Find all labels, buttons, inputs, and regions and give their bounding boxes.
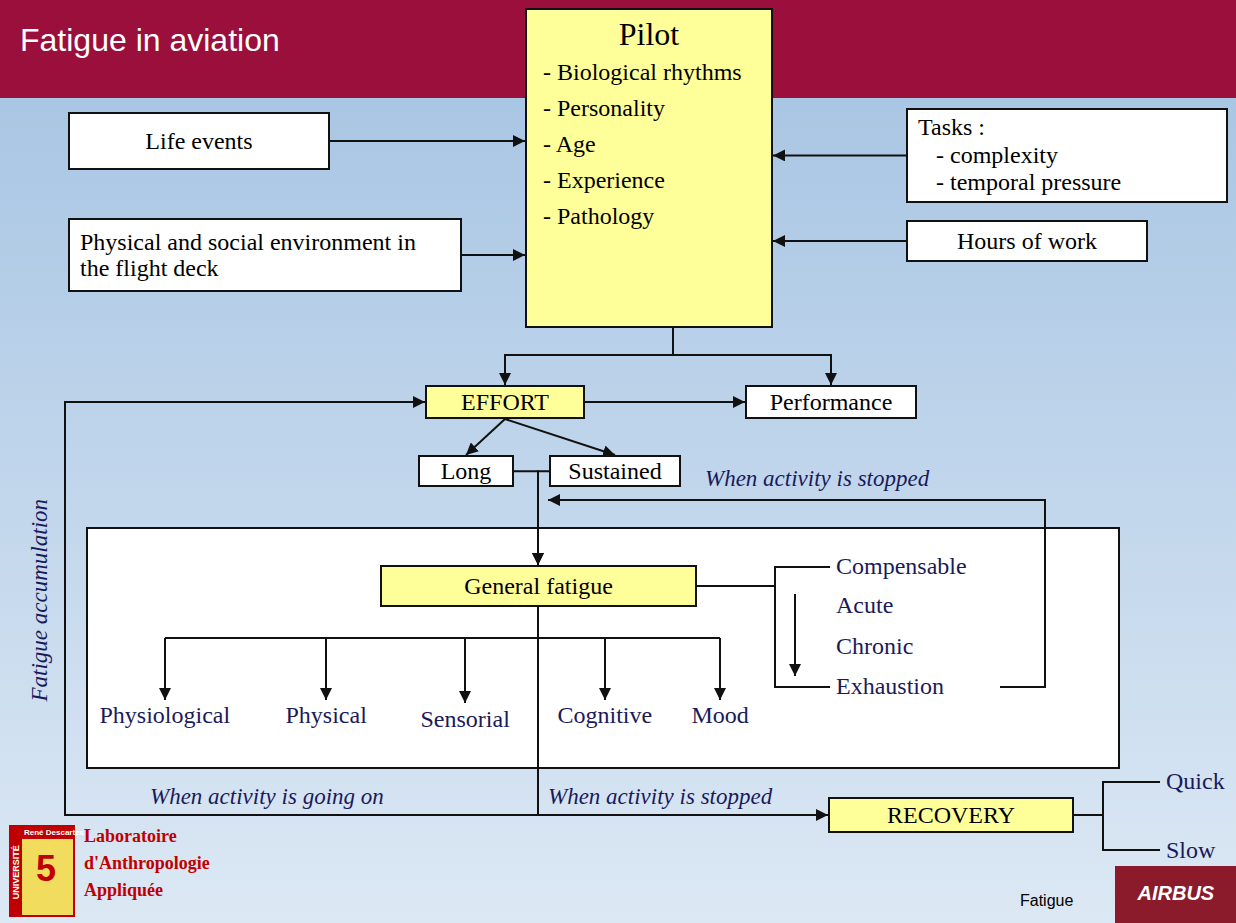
- fatigue-stage: Compensable: [836, 553, 967, 581]
- connector-arrow: [462, 254, 525, 256]
- input-box: Physical and social environment in the f…: [68, 218, 462, 292]
- box-heading: EFFORT: [461, 389, 549, 415]
- output-box: Performance: [745, 385, 917, 419]
- recovery-kind: Quick: [1166, 768, 1225, 796]
- box-item: - Experience: [543, 162, 665, 198]
- fatigue-stage: Chronic: [836, 633, 913, 661]
- recovery-box: RECOVERY: [828, 797, 1074, 833]
- fatigue-kind: Physiological: [100, 702, 231, 730]
- fatigue-tree: [165, 607, 720, 703]
- box-item: - temporal pressure: [936, 169, 1121, 197]
- pilot-box: Pilot- Biological rhythms- Personality- …: [525, 8, 773, 328]
- stage-bracket: [697, 567, 830, 687]
- fatigue-box: General fatigue: [380, 565, 697, 607]
- airbus-patch: [1115, 866, 1236, 923]
- loop-note: Fatigue accumulation: [27, 499, 53, 702]
- flow-note: When activity is stopped: [705, 466, 929, 492]
- connector-arrow: [330, 140, 525, 142]
- connector-label: When activity is going on: [150, 784, 384, 810]
- connector-arrow: [673, 328, 831, 385]
- fatigue-kind: Cognitive: [558, 702, 653, 730]
- lab-name: Laboratoire: [84, 826, 177, 847]
- footer-text: Fatigue: [1020, 892, 1073, 910]
- input-box: Life events: [68, 112, 330, 170]
- box-item: - Pathology: [543, 198, 654, 234]
- box-item: - complexity: [936, 142, 1058, 170]
- fatigue-kind: Physical: [286, 702, 367, 730]
- connector-arrow: [505, 419, 615, 455]
- recovery-kind: Slow: [1166, 837, 1215, 865]
- connector-label: When activity is stopped: [548, 784, 772, 810]
- box-heading: General fatigue: [464, 573, 613, 599]
- connector-arrow: [466, 419, 505, 455]
- input-box: Tasks :- complexity- temporal pressure: [906, 108, 1228, 203]
- connector-arrow: [585, 401, 745, 403]
- logo-text: UNIVERSITÉ: [11, 845, 21, 899]
- lab-name: Appliquée: [84, 880, 163, 901]
- company-logo: AIRBUS: [1138, 882, 1215, 905]
- connector-arrow: [538, 471, 549, 565]
- lab-name: d'Anthropologie: [84, 853, 210, 874]
- box-heading: Physical and social environment in the f…: [80, 229, 450, 282]
- connector-arrow: [505, 328, 673, 385]
- box-heading: Hours of work: [957, 228, 1097, 254]
- connector-arrow: [514, 471, 538, 565]
- connector-arrow: [65, 402, 538, 815]
- university-logo: [10, 826, 74, 916]
- box-heading: Performance: [770, 389, 893, 415]
- box-heading: RECOVERY: [887, 802, 1015, 828]
- fatigue-kind: Sensorial: [421, 706, 510, 734]
- fatigue-stage: Acute: [836, 592, 893, 620]
- fatigue-kind: Mood: [692, 702, 749, 730]
- connector-arrow: [538, 607, 828, 815]
- connector-arrow: [773, 154, 906, 156]
- box-heading: Pilot: [619, 14, 679, 54]
- box-heading: Sustained: [568, 458, 661, 484]
- fatigue-stage: Exhaustion: [836, 673, 944, 701]
- box-item: - Personality: [543, 90, 665, 126]
- effort-type-box: Sustained: [549, 455, 681, 487]
- box-heading: Tasks :: [918, 114, 985, 142]
- fatigue-frame: [87, 528, 1119, 768]
- logo-text: René Descartes: [24, 828, 84, 837]
- effort-type-box: Long: [418, 455, 514, 487]
- box-heading: Life events: [145, 128, 252, 154]
- slide-title: Fatigue in aviation: [20, 22, 280, 59]
- input-box: Hours of work: [906, 220, 1148, 262]
- box-heading: Long: [441, 458, 492, 484]
- box-item: - Age: [543, 126, 596, 162]
- box-item: - Biological rhythms: [543, 54, 742, 90]
- logo-text: 5: [36, 848, 56, 889]
- recovery-bracket: [1074, 782, 1160, 850]
- effort-box: EFFORT: [425, 385, 585, 419]
- connector-arrow: [773, 240, 906, 242]
